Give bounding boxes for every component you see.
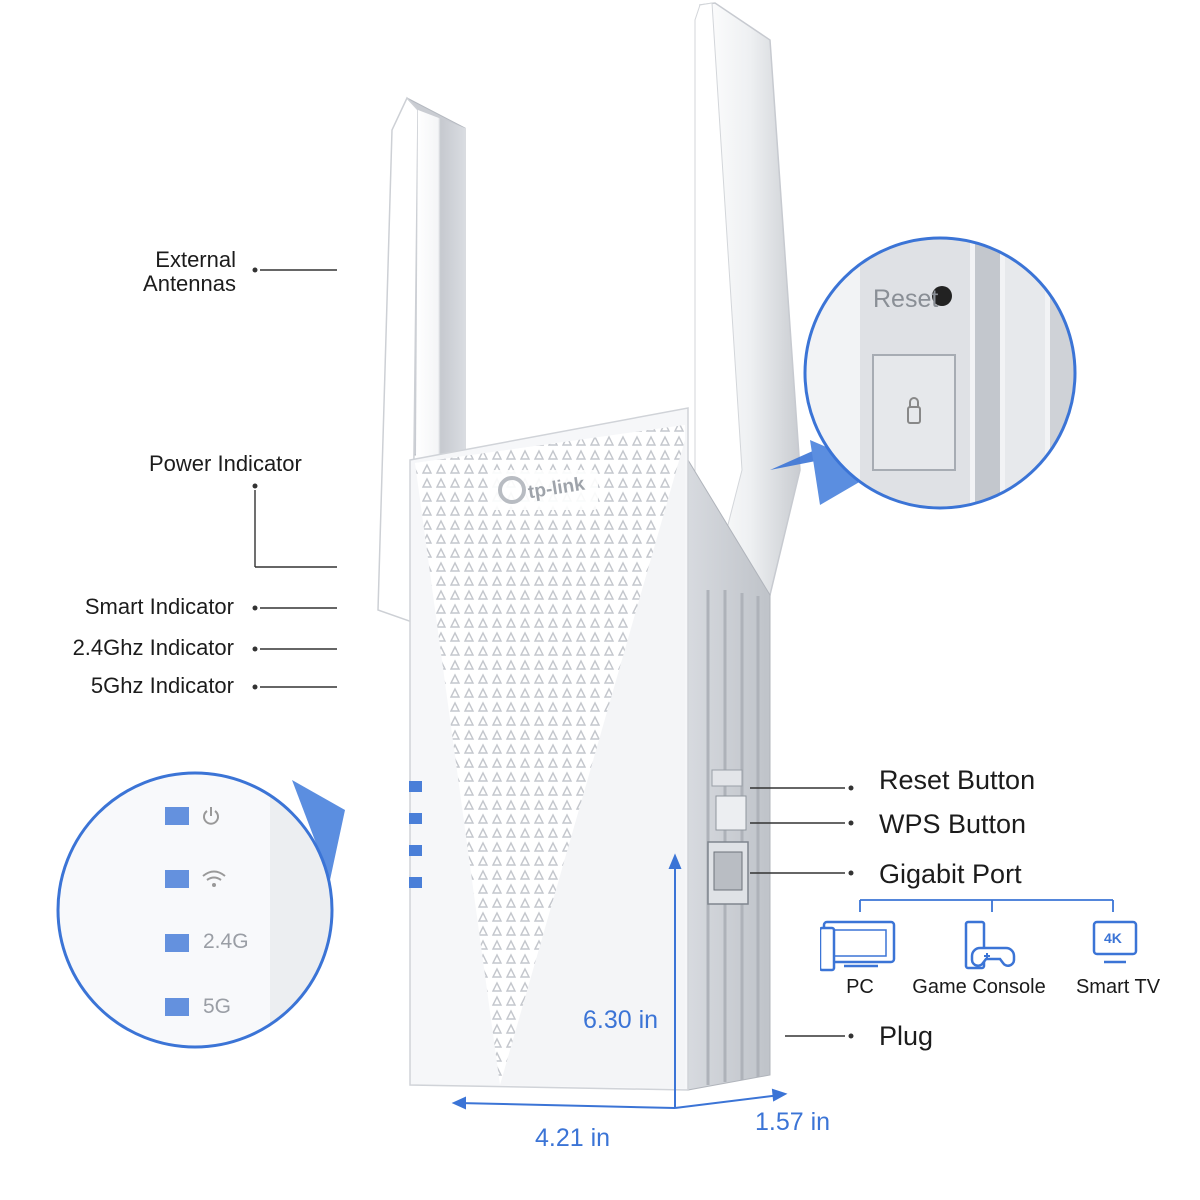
zoom-reset-text: Reset bbox=[873, 285, 939, 313]
game-console-icon bbox=[964, 920, 1016, 970]
label-smart-indicator: Smart Indicator bbox=[84, 594, 234, 619]
tv-4k-badge: 4K bbox=[1104, 930, 1122, 946]
device-label-pc: PC bbox=[846, 976, 874, 998]
label-wps-button: WPS Button bbox=[879, 809, 1027, 839]
right-callout-lines bbox=[750, 785, 854, 1039]
dimension-lines bbox=[451, 853, 788, 1110]
smart-tv-icon bbox=[1092, 920, 1138, 964]
label-24ghz-indicator: 2.4Ghz Indicator bbox=[72, 635, 234, 660]
label-power-indicator: Power Indicator bbox=[149, 451, 302, 476]
label-external-antennas-2: Antennas bbox=[143, 271, 236, 296]
dimension-width: 4.21 in bbox=[535, 1124, 611, 1152]
left-callout-lines bbox=[252, 267, 337, 690]
label-5ghz-indicator: 5Ghz Indicator bbox=[90, 673, 234, 698]
label-reset-button: Reset Button bbox=[879, 765, 1036, 795]
device-label-smart-tv: Smart TV bbox=[1075, 976, 1161, 998]
label-external-antennas-1: External bbox=[155, 247, 236, 272]
zoom-led-5g-text: 5G bbox=[203, 995, 232, 1018]
label-gigabit-port: Gigabit Port bbox=[879, 859, 1022, 889]
left-antenna bbox=[377, 96, 466, 624]
pc-icon bbox=[820, 920, 896, 972]
device-bracket bbox=[859, 899, 1114, 912]
device-front bbox=[409, 407, 689, 1091]
zoom-led-24g-text: 2.4G bbox=[203, 930, 249, 953]
label-plug: Plug bbox=[879, 1021, 934, 1051]
dimension-height: 6.30 in bbox=[583, 1006, 659, 1034]
zoom-reset-wps bbox=[770, 236, 1077, 510]
dimension-depth: 1.57 in bbox=[755, 1108, 831, 1136]
right-antenna bbox=[694, 2, 801, 596]
device-label-game-console: Game Console bbox=[912, 976, 1046, 998]
